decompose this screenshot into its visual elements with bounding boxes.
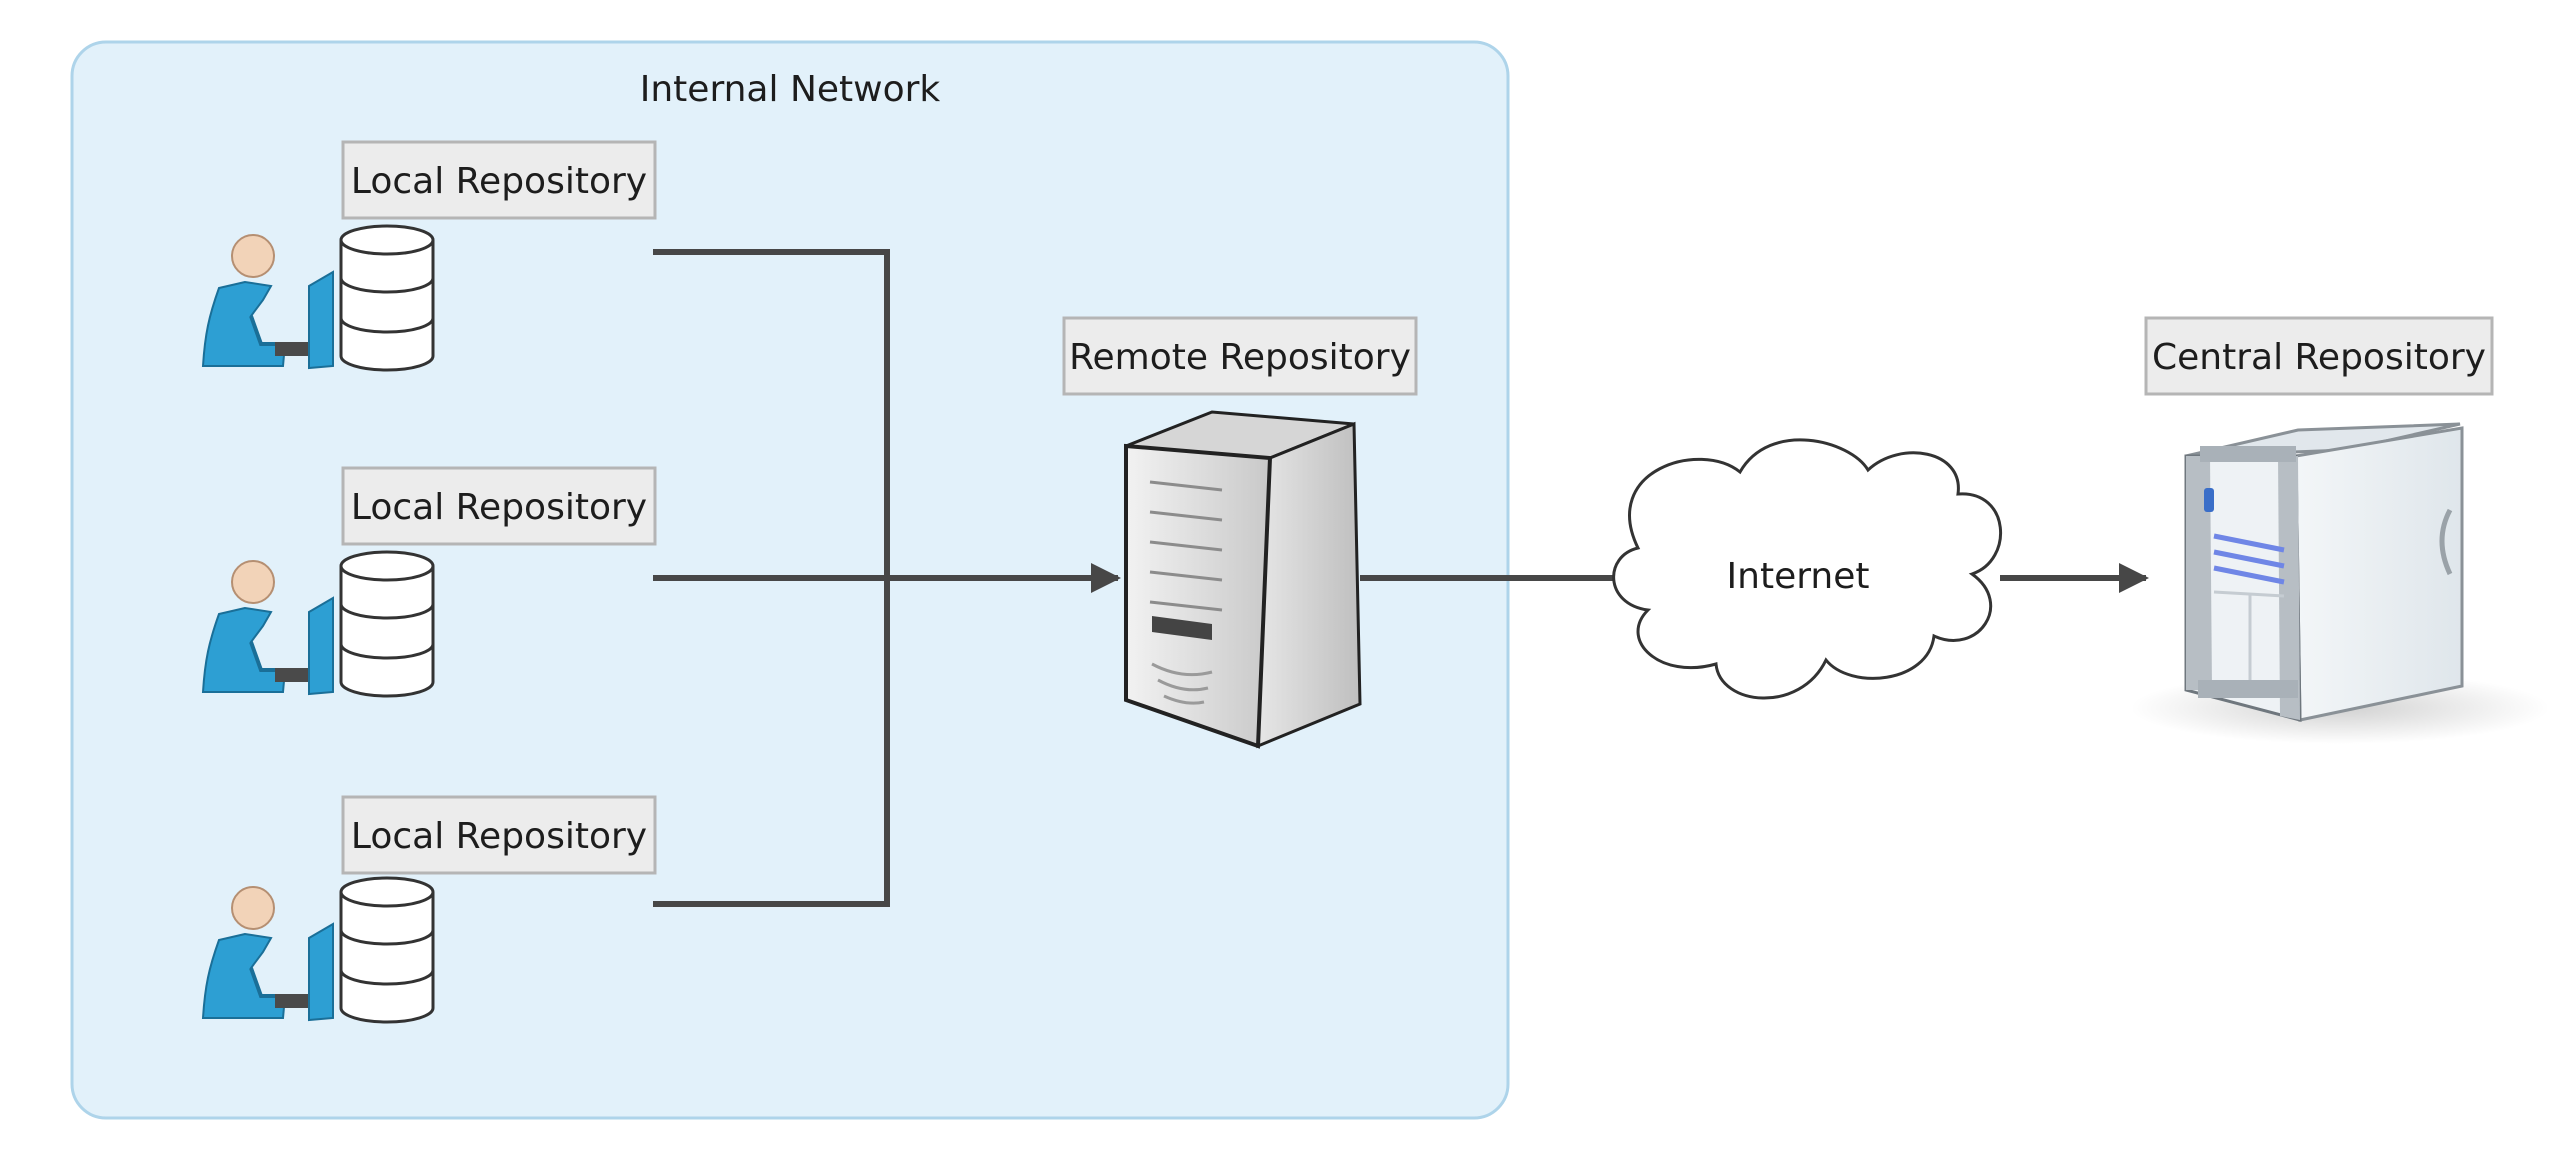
local-to-remote-connectors [653, 249, 1121, 907]
central-server-icon [2130, 422, 2550, 744]
remote-repository: Remote Repository [1062, 316, 1418, 749]
internet-label: Internet [1727, 556, 1870, 597]
central-repository-label: Central Repository [2152, 337, 2486, 378]
local-repository-label-box [341, 795, 657, 875]
remote-repository-label: Remote Repository [1069, 337, 1411, 378]
local-repository-label: Local Repository [351, 487, 647, 528]
connector-local-1 [653, 249, 890, 578]
local-repository-label: Local Repository [351, 816, 647, 857]
server-icon [1124, 410, 1362, 749]
central-repository: Central Repository [2130, 316, 2550, 744]
remote-repository-label-box [1062, 316, 1418, 396]
internet-cloud: Internet [1612, 438, 2003, 700]
local-repository-label-box [341, 466, 657, 546]
database-icon [339, 876, 435, 1024]
local-repository-3: Local Repository [201, 795, 657, 1024]
connector-local-3 [653, 578, 890, 907]
cloud-icon [1612, 438, 2003, 700]
local-repository-label: Local Repository [351, 161, 647, 202]
database-icon [339, 550, 435, 698]
local-repository-2: Local Repository [201, 466, 657, 698]
database-icon [339, 224, 435, 372]
local-repository-1: Local Repository [201, 140, 657, 372]
local-repository-label-box [341, 140, 657, 220]
central-repository-label-box [2144, 316, 2494, 396]
internal-network-title: Internal Network [640, 69, 941, 110]
